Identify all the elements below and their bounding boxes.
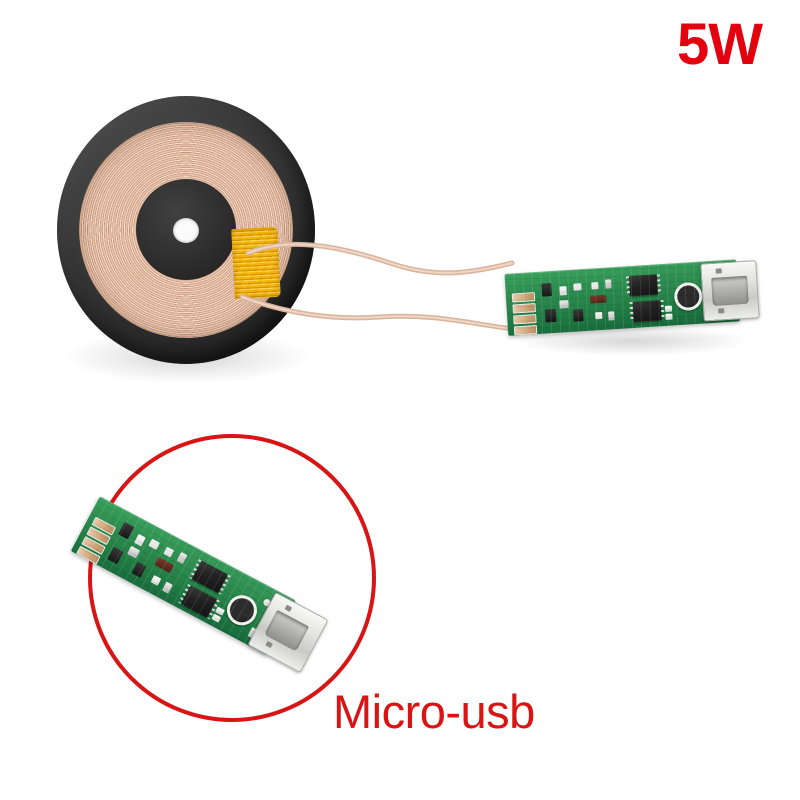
solder-pad bbox=[512, 303, 536, 314]
diode-component bbox=[590, 294, 607, 304]
smd-component bbox=[176, 551, 188, 565]
usb-shell-dimple bbox=[715, 268, 722, 274]
wireless-charging-coil bbox=[57, 96, 315, 364]
smd-component bbox=[163, 546, 175, 558]
coil-center-hole bbox=[173, 218, 199, 243]
integrated-circuit bbox=[628, 274, 659, 297]
smd-component bbox=[544, 308, 557, 323]
coil-solder-pads bbox=[511, 292, 539, 336]
smd-component bbox=[131, 561, 147, 578]
smd-component bbox=[107, 546, 124, 565]
smd-component bbox=[664, 305, 673, 312]
smd-component bbox=[127, 545, 141, 559]
power-rating-label: 5W bbox=[677, 12, 763, 77]
smd-component bbox=[559, 300, 569, 309]
smd-component bbox=[541, 283, 552, 297]
micro-usb-slot bbox=[711, 275, 749, 306]
callout-label: Micro-usb bbox=[333, 685, 535, 738]
diode-component bbox=[154, 556, 175, 574]
smd-component bbox=[211, 613, 222, 623]
micro-usb-connector bbox=[700, 260, 760, 322]
coil-lead-wires bbox=[239, 241, 517, 332]
usb-shell-dimple bbox=[265, 640, 273, 649]
smd-component bbox=[595, 311, 603, 320]
smd-component bbox=[572, 309, 584, 322]
smd-component bbox=[665, 313, 673, 320]
electrolytic-capacitor bbox=[221, 589, 263, 631]
usb-shell-dimple bbox=[718, 308, 725, 314]
smd-component bbox=[134, 533, 146, 547]
smd-component bbox=[161, 581, 173, 594]
solder-pad bbox=[511, 292, 536, 303]
smd-component bbox=[573, 283, 582, 291]
integrated-circuit bbox=[632, 300, 662, 322]
smd-component bbox=[559, 286, 567, 296]
solder-pad bbox=[513, 314, 537, 325]
receiver-pcb bbox=[504, 244, 761, 344]
smd-component bbox=[591, 282, 599, 290]
smd-component bbox=[605, 279, 612, 289]
smd-component bbox=[608, 311, 615, 321]
usb-shell-dimple bbox=[284, 604, 293, 612]
smd-component bbox=[150, 574, 162, 586]
magnifier-callout-circle bbox=[88, 434, 376, 722]
smd-component bbox=[148, 538, 161, 550]
solder-pad bbox=[513, 325, 538, 336]
smd-component bbox=[118, 521, 135, 540]
electrolytic-capacitor bbox=[673, 281, 704, 312]
